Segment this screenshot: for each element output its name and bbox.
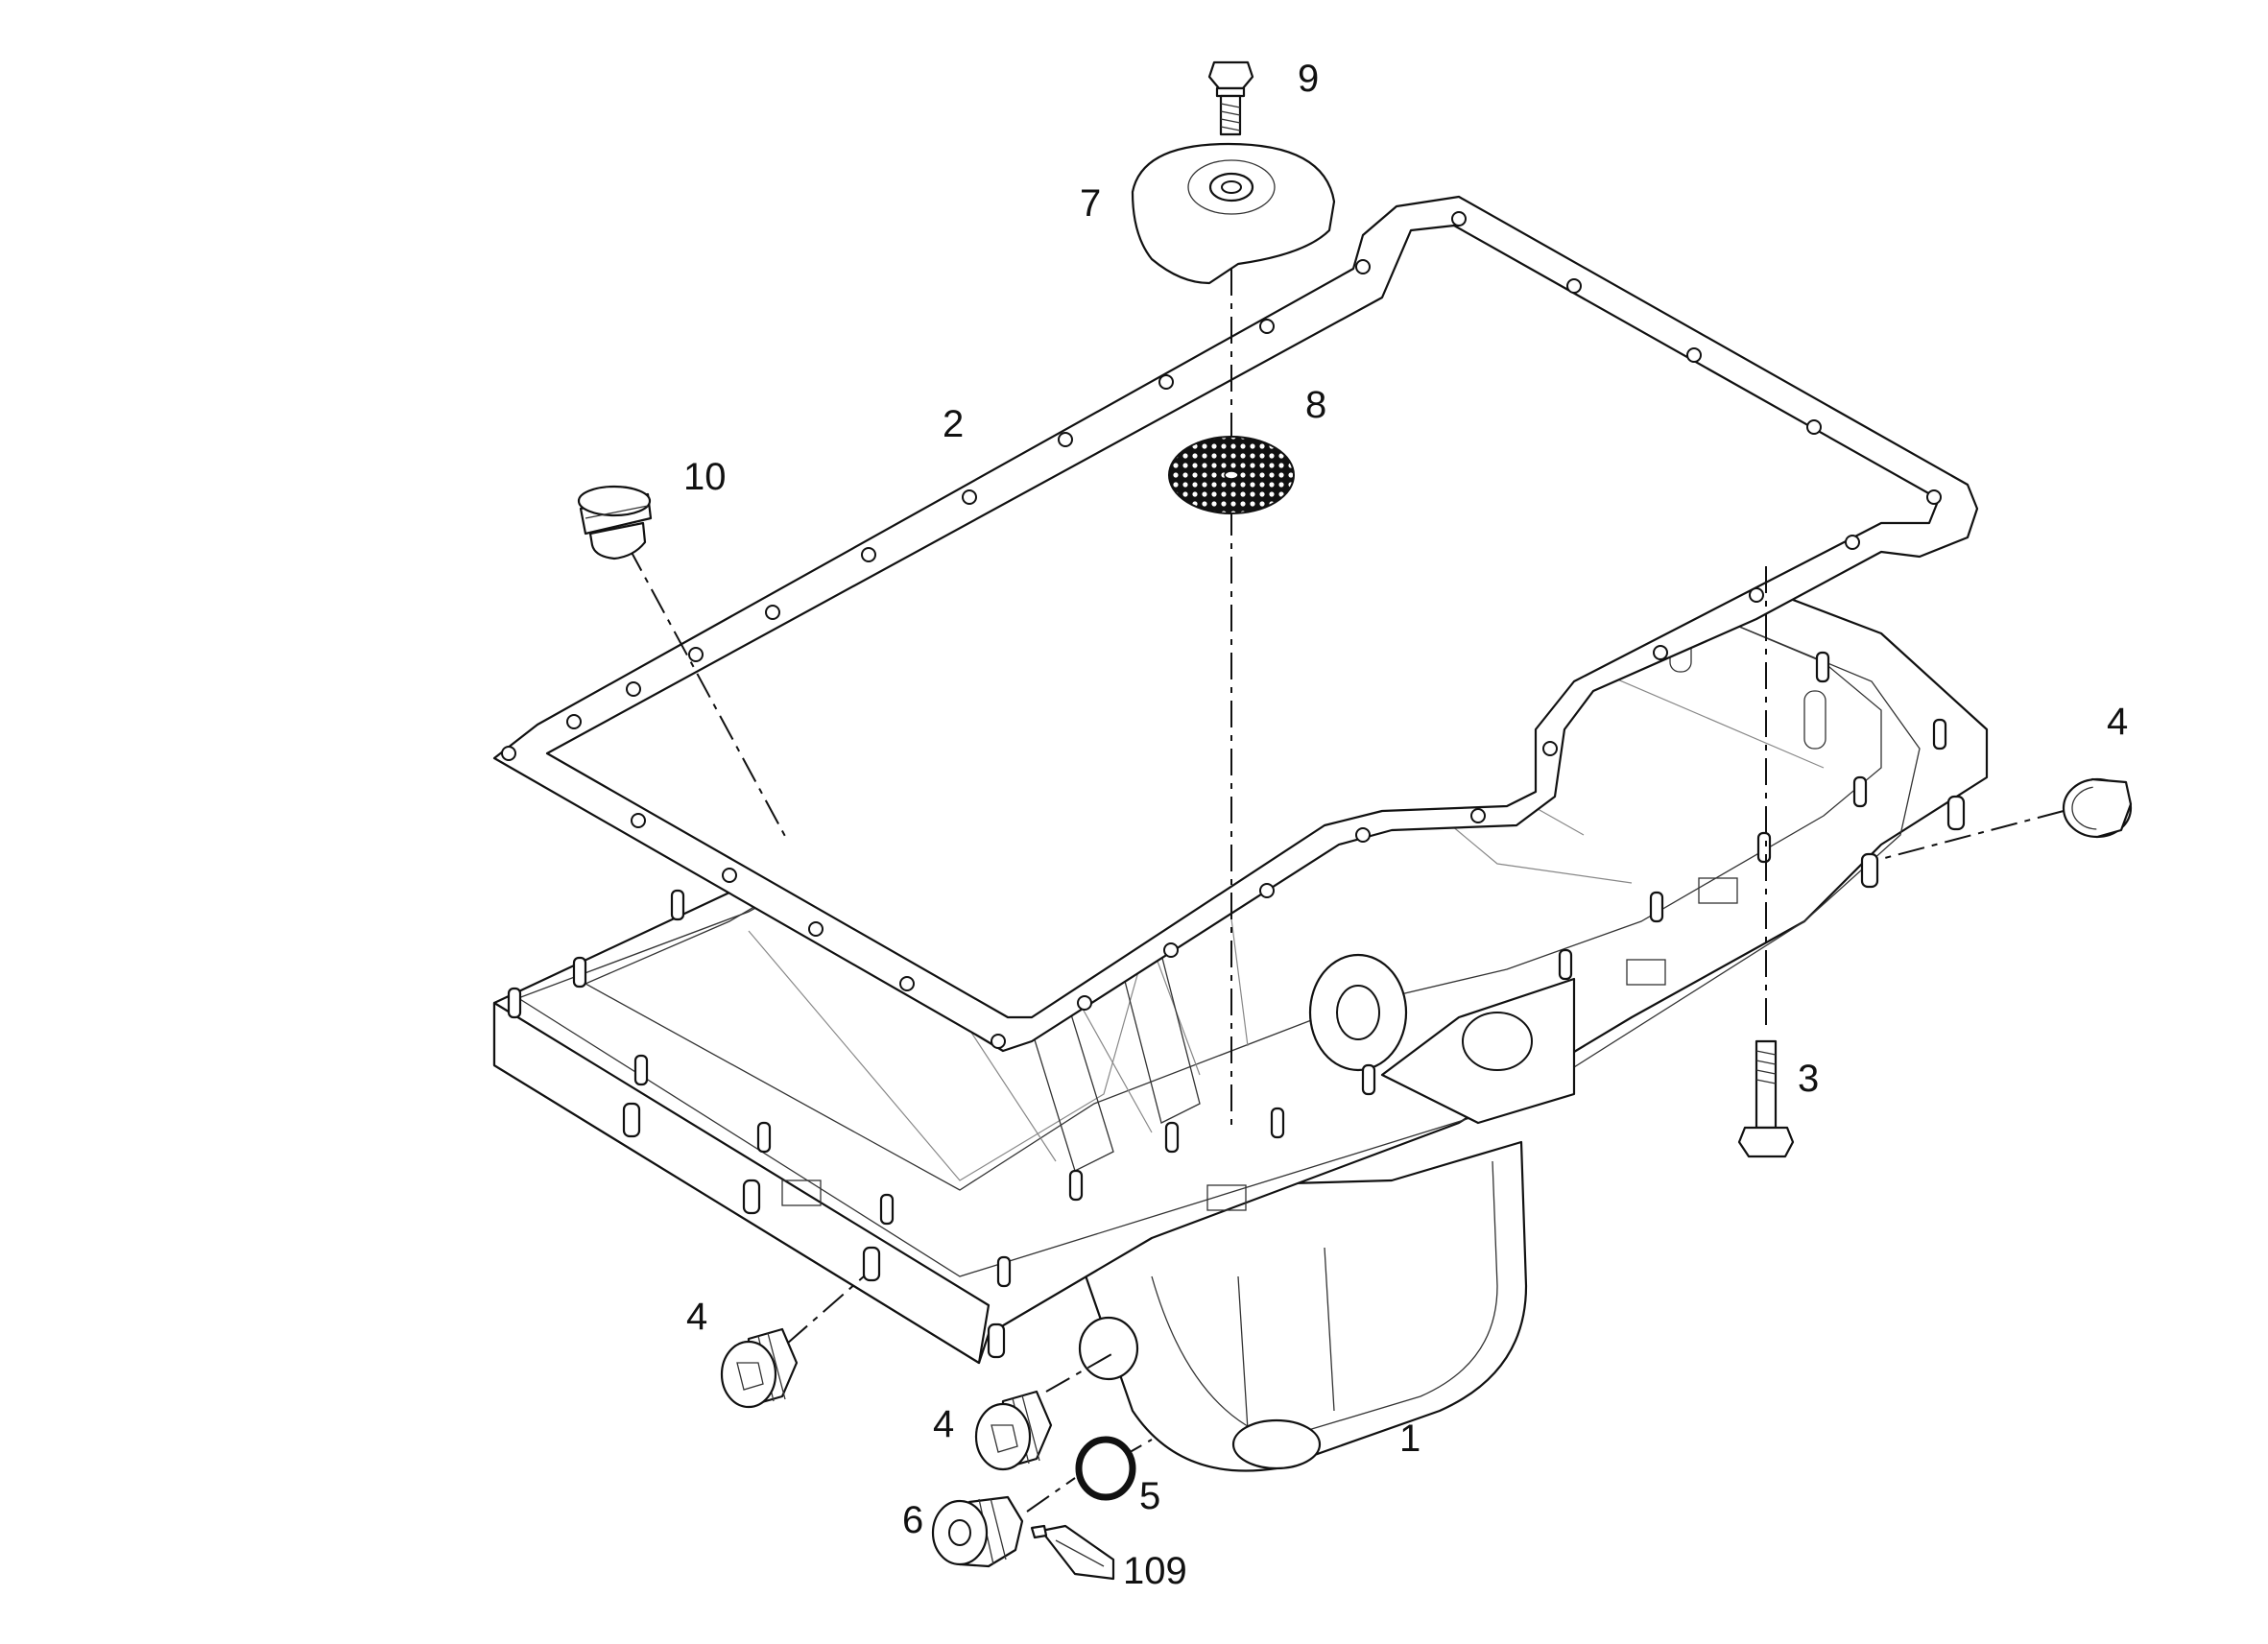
callout-7: 7 [1080, 182, 1101, 225]
callout-4-right: 4 [2107, 701, 2128, 743]
callout-10: 10 [683, 456, 727, 498]
bolt-part-3 [1737, 1039, 1795, 1158]
leader-lines [628, 269, 2065, 1513]
callout-4-bottom: 4 [933, 1403, 954, 1445]
seal-part-10 [577, 485, 653, 560]
seal-ring-part-5 [1075, 1436, 1136, 1501]
oil-pan [492, 440, 1989, 1472]
callout-9: 9 [1298, 58, 1319, 100]
plug-part-4-right [2062, 777, 2133, 839]
drain-plug-part-6 [931, 1495, 1024, 1568]
callout-3: 3 [1798, 1058, 1819, 1100]
callout-labels: 9 7 8 2 10 4 3 4 4 1 5 6 109 [683, 58, 2128, 1592]
callout-109: 109 [1123, 1550, 1187, 1592]
plug-part-4-left [720, 1327, 799, 1409]
callout-5: 5 [1139, 1475, 1160, 1517]
bolt-part-9 [1207, 60, 1254, 136]
gasket [492, 195, 1979, 1053]
callout-4-left: 4 [686, 1296, 707, 1338]
callout-6: 6 [902, 1499, 923, 1541]
plug-part-4-bottom [974, 1390, 1053, 1471]
callout-8: 8 [1305, 384, 1326, 426]
suction-cover-part-7 [1131, 142, 1336, 285]
callout-2: 2 [943, 403, 964, 445]
sealant-part-109 [1030, 1524, 1115, 1581]
callout-1: 1 [1399, 1418, 1420, 1460]
gasket-bolt-holes [501, 211, 1942, 1049]
screen-part-8 [1168, 436, 1295, 514]
